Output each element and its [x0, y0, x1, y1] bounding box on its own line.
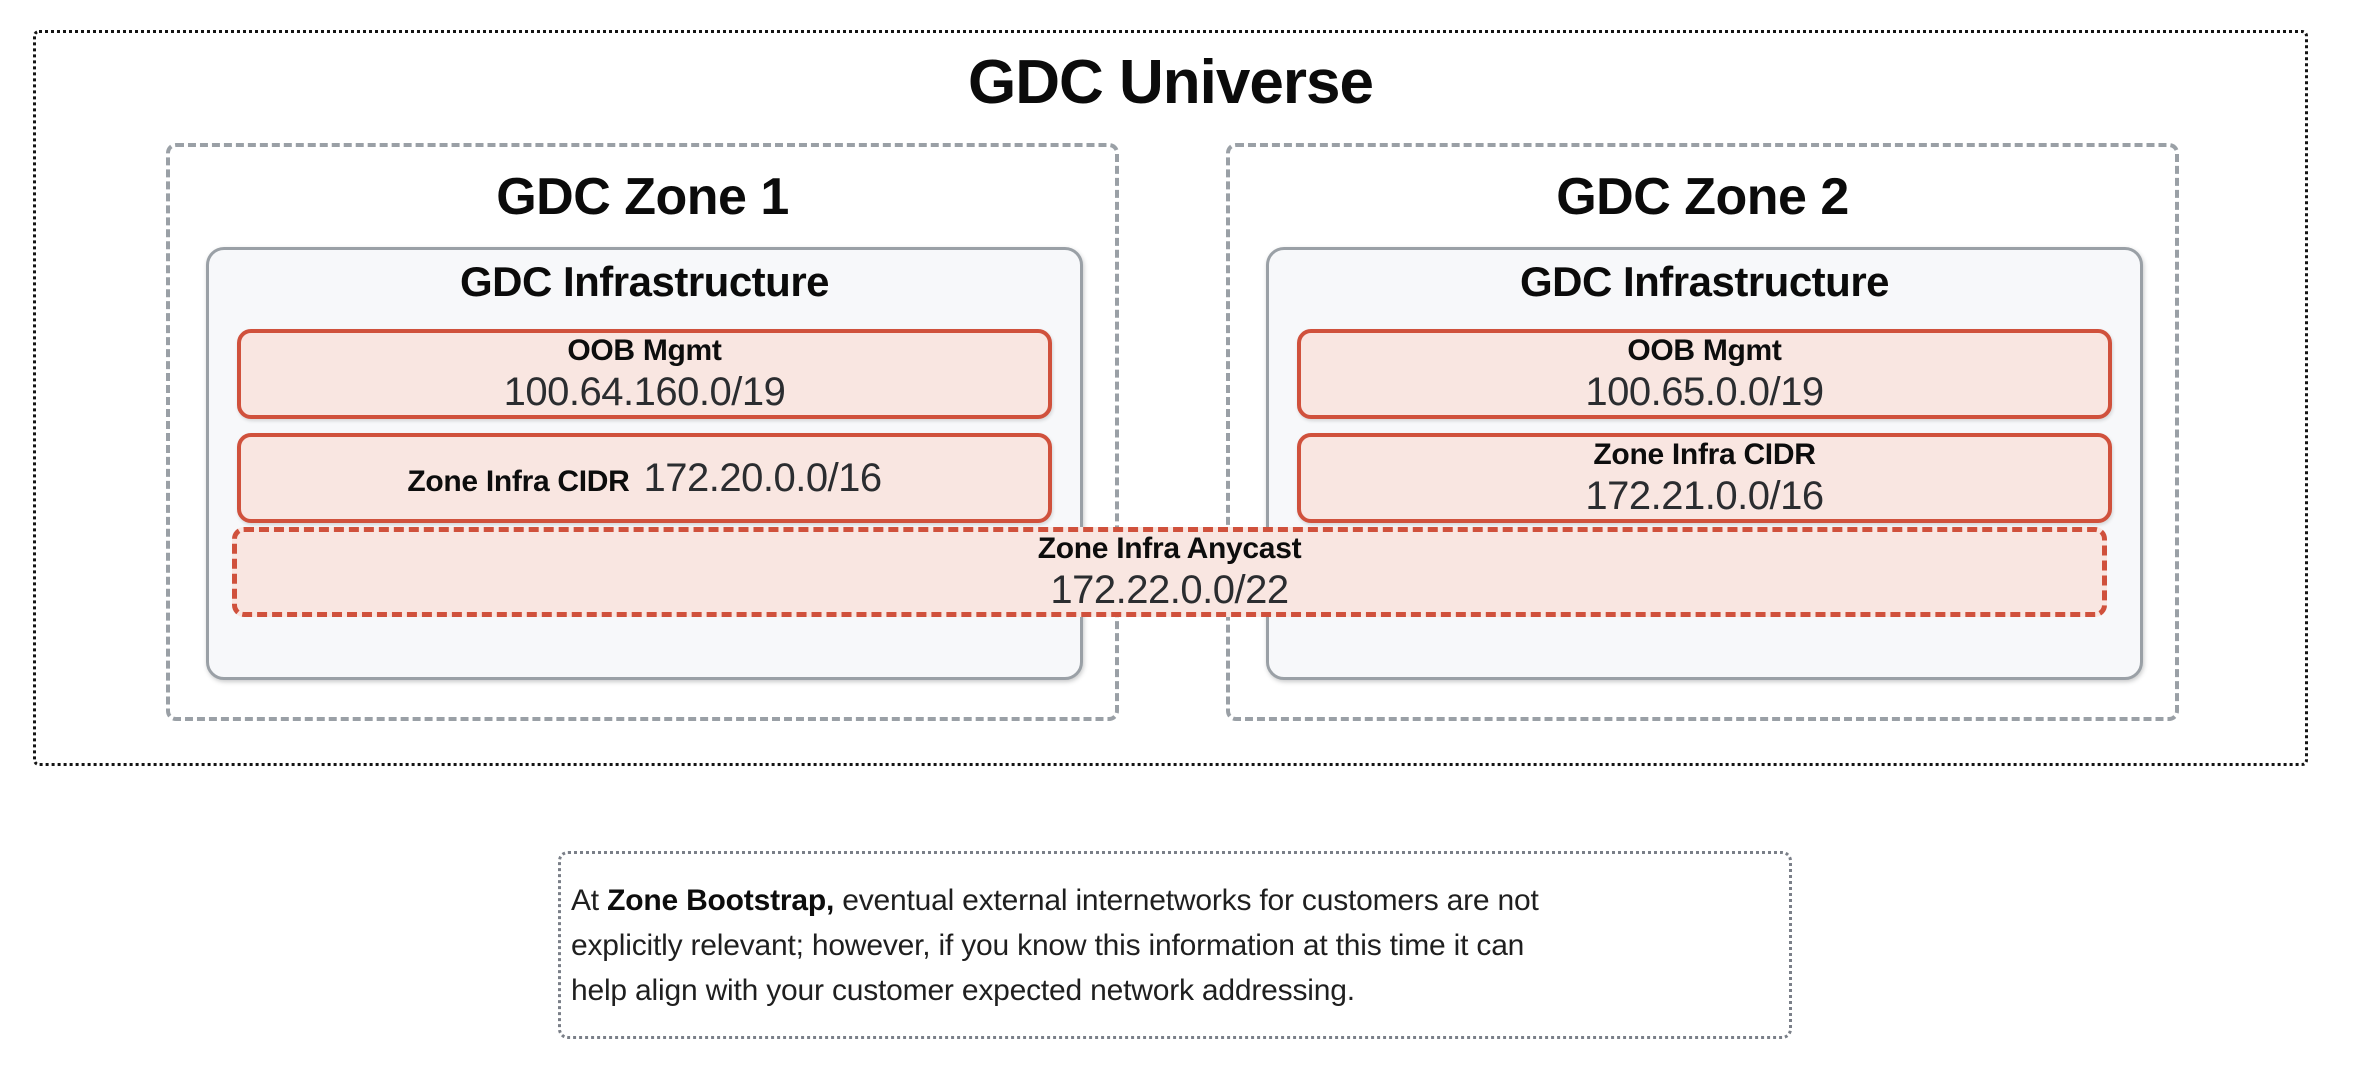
zone-1-infra-cidr-row: Zone Infra CIDR 172.20.0.0/16 — [407, 455, 883, 501]
zone-2-infra-cidr-value: 172.21.0.0/16 — [1585, 474, 1824, 518]
note-line-1: At Zone Bootstrap, eventual external int… — [571, 878, 1773, 923]
note-line-2: explicitly relevant; however, if you kno… — [571, 929, 1525, 962]
zone-2-infra-cidr-box: Zone Infra CIDR 172.21.0.0/16 — [1297, 433, 2112, 523]
zone-1-oob-mgmt-box: OOB Mgmt 100.64.160.0/19 — [237, 329, 1052, 419]
zone-1-infra-cidr-value: 172.20.0.0/16 — [643, 456, 883, 500]
zone-1-oob-mgmt-cidr: 100.64.160.0/19 — [503, 370, 786, 414]
zone-2-oob-mgmt-cidr: 100.65.0.0/19 — [1585, 370, 1824, 414]
zone-1-infrastructure-title: GDC Infrastructure — [459, 258, 830, 305]
zone-bootstrap-note-box: At Zone Bootstrap, eventual external int… — [558, 851, 1792, 1039]
gdc-zone-1-box: GDC Zone 1 GDC Infrastructure OOB Mgmt 1… — [166, 143, 1119, 721]
zone-2-infra-cidr-label: Zone Infra CIDR — [1593, 438, 1816, 471]
universe-title: GDC Universe — [968, 48, 1374, 117]
zone-2-title: GDC Zone 2 — [1556, 168, 1849, 226]
zone-1-infra-cidr-label: Zone Infra CIDR — [407, 465, 630, 498]
zone-infra-anycast-box: Zone Infra Anycast 172.22.0.0/22 — [232, 527, 2107, 617]
note-line-1-rest: eventual external internetworks for cust… — [834, 884, 1539, 917]
note-line-1-bold: Zone Bootstrap, — [607, 884, 835, 917]
zone-2-oob-mgmt-label: OOB Mgmt — [1627, 334, 1782, 367]
note-line-1-prefix: At — [571, 884, 608, 917]
note-line-3: help align with your customer expected n… — [571, 974, 1355, 1007]
zone-1-title: GDC Zone 1 — [496, 168, 789, 226]
gdc-zone-2-box: GDC Zone 2 GDC Infrastructure OOB Mgmt 1… — [1226, 143, 2179, 721]
gdc-universe-box: GDC Universe GDC Zone 1 GDC Infrastructu… — [33, 30, 2308, 766]
zone-2-infrastructure-title: GDC Infrastructure — [1519, 258, 1890, 305]
zone-2-oob-mgmt-box: OOB Mgmt 100.65.0.0/19 — [1297, 329, 2112, 419]
zone-infra-anycast-label: Zone Infra Anycast — [1037, 532, 1302, 565]
zone-infra-anycast-cidr: 172.22.0.0/22 — [1050, 568, 1289, 612]
zone-1-infra-cidr-box: Zone Infra CIDR 172.20.0.0/16 — [237, 433, 1052, 523]
zone-1-oob-mgmt-label: OOB Mgmt — [567, 334, 722, 367]
